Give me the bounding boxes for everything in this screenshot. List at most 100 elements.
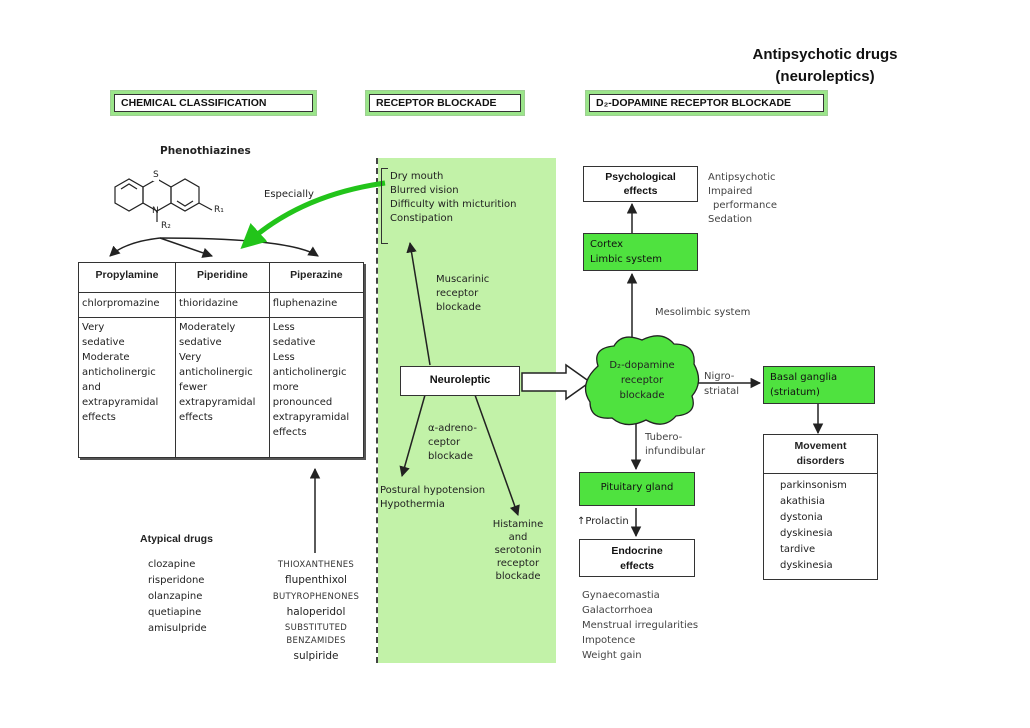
effect-line: extrapyramidal [82,396,159,408]
alpha-effect: Postural hypotension [380,485,486,496]
histamine-label-line: Histamine [492,519,544,530]
effect-line: effects [179,411,213,423]
effect-line: more [272,381,299,393]
structure-label-n: N [152,206,159,216]
cloud-line: blockade [619,390,665,401]
psych-effect: Impaired [708,186,753,197]
histamine-label-line: and [508,532,528,543]
psychological-effects-list: Antipsychotic Impaired performance Sedat… [708,171,777,227]
tubero-line: Tubero- [645,432,683,443]
title-line-2: (neuroleptics) [775,68,875,85]
movement-item: tardive [780,544,816,555]
alpha-adrenoceptor-label: α-adreno- ceptor blockade [428,422,477,464]
phenothiazines-label: Phenothiazines [160,145,251,157]
cortex-limbic-box: Cortex Limbic system [583,233,698,271]
muscarinic-bracket [381,168,388,244]
histamine-label-line: serotonin [494,545,542,556]
mesolimbic-label: Mesolimbic system [655,307,751,318]
effect-line: Less [272,321,295,333]
effect-line: extrapyramidal [179,396,256,408]
atypical-drug: amisulpride [148,623,207,634]
header-receptor-blockade: RECEPTOR BLOCKADE [365,90,525,116]
histamine-label-line: blockade [495,571,541,582]
endocrine-effect: Gynaecomastia [582,590,660,601]
endocrine-effects-box: Endocrine effects [579,539,695,577]
tuberoinfundibular-label: Tubero- infundibular [645,431,705,459]
cortex-label: Cortex [590,239,624,250]
structure-label-s: S [153,170,159,181]
effect-line: effects [82,411,116,423]
effects-propylamine: Very sedative Moderate anticholinergic a… [79,317,177,457]
effect-line: anticholinergic [272,366,347,378]
nigro-line: Nigro- [704,371,735,382]
cloud-line: D₂-dopamine [609,360,675,371]
drug-fluphenazine: fluphenazine [269,292,363,318]
movement-item: dystonia [780,512,823,523]
alpha-label-line: α-adreno- [428,423,477,434]
muscarinic-effect: Blurred vision [390,185,459,196]
muscarinic-effect: Difficulty with micturition [390,199,517,210]
nigrostriatal-label: Nigro- striatal [704,369,739,399]
cloud-line: receptor [620,375,664,386]
endocrine-effects-list: Gynaecomastia Galactorrhoea Menstrual ir… [582,588,698,663]
class-substituted-benzamides: SUBSTITUTED BENZAMIDES [284,623,348,646]
prolactin-label: ↑Prolactin [577,516,629,527]
class-butyrophenones: BUTYROPHENONES [272,592,360,602]
alpha-label-line: blockade [428,451,473,462]
pituitary-gland-box: Pituitary gland [579,472,695,506]
psych-effect: Antipsychotic [708,172,776,183]
phenothiazine-structure [114,178,213,222]
psych-effect: performance [713,200,778,211]
effect-line: sedative [272,336,316,348]
structure-label-r1: R₁ [214,205,224,215]
alpha-label-line: ceptor [428,437,461,448]
movement-item: dyskinesia [780,528,833,539]
muscarinic-label-line: blockade [436,302,481,313]
movement-disorders-box: Movement disorders parkinsonism akathisi… [763,434,878,580]
neuroleptic-box: Neuroleptic [400,366,520,396]
muscarinic-label: Muscarinic receptor blockade [436,273,489,315]
alpha-effects: Postural hypotension Hypothermia [380,484,485,512]
drug-flupenthixol: flupenthixol [285,574,347,586]
especially-label: Especially [264,189,314,200]
header-d2-blockade: D₂-DOPAMINE RECEPTOR BLOCKADE [585,90,828,116]
movement-item: parkinsonism [780,480,847,491]
drug-haloperidol: haloperidol [286,606,346,618]
col-header-propylamine: Propylamine [79,263,177,293]
movement-item: akathisia [780,496,826,507]
other-drug-classes: THIOXANTHENES flupenthixol BUTYROPHENONE… [266,558,366,664]
effects-piperazine: Less sedative Less anticholinergic more … [269,317,363,457]
endocrine-effect: Weight gain [582,650,642,661]
basal-ganglia-box: Basal ganglia (striatum) [763,366,875,404]
muscarinic-effects: Dry mouth Blurred vision Difficulty with… [390,170,517,226]
drug-sulpiride: sulpiride [293,650,339,662]
header-d2-label: D₂-DOPAMINE RECEPTOR BLOCKADE [589,94,824,112]
effect-line: sedative [179,336,222,348]
atypical-drug: clozapine [148,559,196,570]
receptor-band-dashed-edge [376,158,378,663]
endocrine-effect: Menstrual irregularities [582,620,699,631]
d2-cloud [584,335,700,426]
effect-line: Moderately [179,321,236,333]
endocrine-effect: Galactorrhoea [582,605,653,616]
effect-line: anticholinergic [179,366,253,378]
drug-thioridazine: thioridazine [175,292,270,318]
atypical-drug: quetiapine [148,607,202,618]
classification-table: Propylamine Piperidine Piperazine chlorp… [78,262,364,458]
col-header-piperidine: Piperidine [175,263,270,293]
muscarinic-label-line: Muscarinic [436,274,490,285]
effect-line: Less [272,351,295,363]
atypical-title: Atypical drugs [140,533,213,545]
effect-line: effects [272,426,307,438]
basal-ganglia-label: Basal ganglia [770,372,838,383]
atypical-drugs: Atypical drugs clozapine risperidone ola… [140,533,213,637]
page-title: Antipsychotic drugs (neuroleptics) [735,44,915,88]
effect-line: and [82,381,101,393]
limbic-label: Limbic system [590,254,663,265]
muscarinic-label-line: receptor [436,288,479,299]
effects-piperidine: Moderately sedative Very anticholinergic… [175,317,270,457]
atypical-drug: olanzapine [148,591,203,602]
tubero-line: infundibular [645,446,706,457]
effect-line: Very [82,321,105,333]
structure-label-r2: R₂ [161,221,171,231]
